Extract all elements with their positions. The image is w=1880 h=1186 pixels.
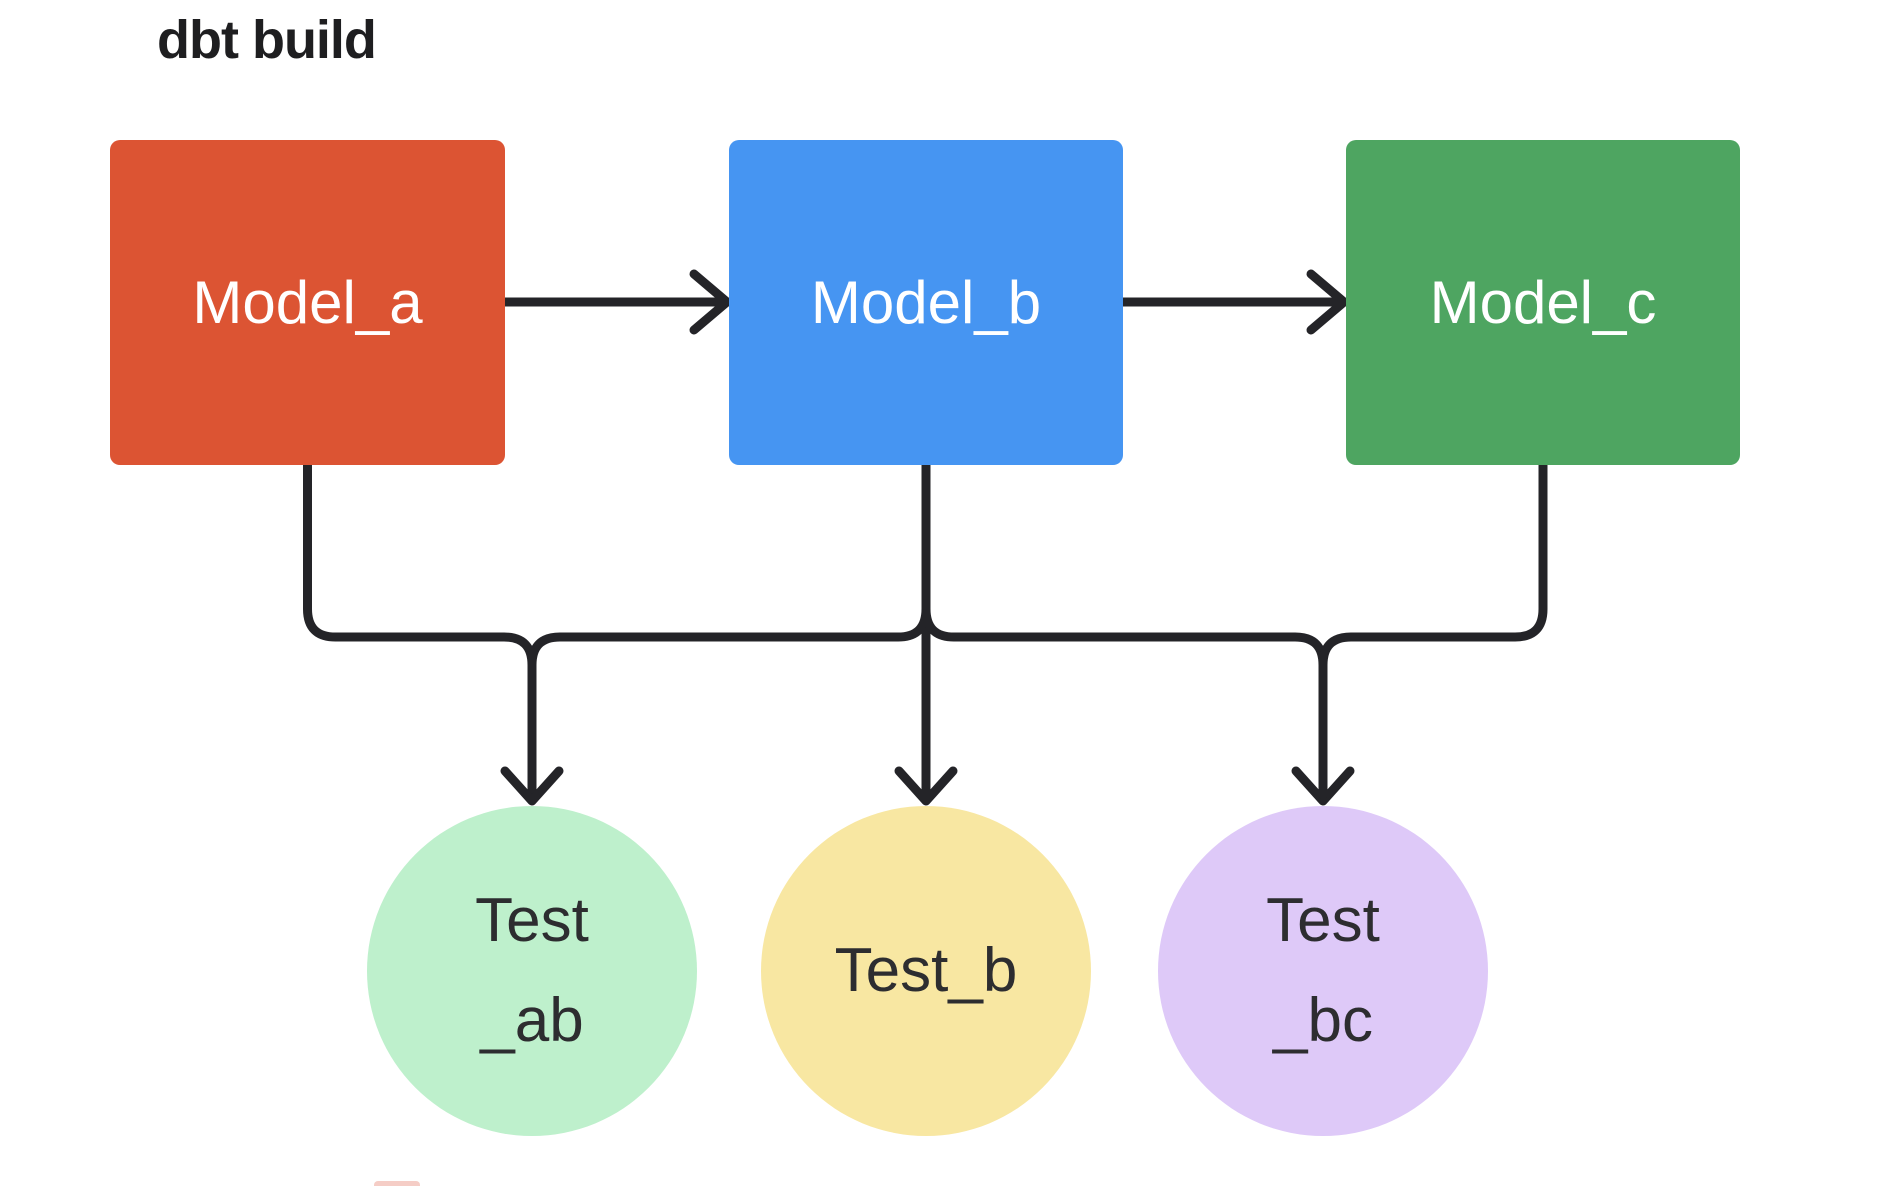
node-test-ab: Test _ab xyxy=(367,806,697,1136)
node-model-c-label: Model_c xyxy=(1429,269,1657,336)
arrowhead-right-icon xyxy=(1306,269,1349,335)
node-test-bc-label-line1: Test xyxy=(1266,886,1380,955)
edge-model-b-to-model-c xyxy=(1118,269,1349,335)
node-test-ab-label-line1: Test xyxy=(475,886,589,955)
edge-shaft xyxy=(303,460,537,800)
node-model-a-label: Model_a xyxy=(192,269,423,336)
node-model-b-label: Model_b xyxy=(810,269,1042,336)
edge-model-b-to-test-ab xyxy=(500,460,931,806)
node-test-b-label: Test_b xyxy=(834,936,1018,1005)
arrowhead-down-icon xyxy=(894,766,958,806)
arrowhead-right-icon xyxy=(689,269,732,335)
edge-shaft xyxy=(1318,460,1548,800)
arrowhead-down-icon xyxy=(1291,766,1355,806)
edge-shaft xyxy=(921,460,1328,800)
node-test-bc: Test _bc xyxy=(1158,806,1488,1136)
edge-model-a-to-model-b xyxy=(500,269,732,335)
node-test-ab-label-line2: _ab xyxy=(480,986,584,1055)
node-test-b: Test_b xyxy=(761,806,1091,1136)
node-model-a: Model_a xyxy=(110,140,505,465)
edge-model-b-to-test-bc xyxy=(921,460,1355,806)
node-model-b: Model_b xyxy=(729,140,1123,465)
edge-shaft xyxy=(527,460,931,800)
edge-model-c-to-test-bc xyxy=(1318,460,1548,800)
diagram-title: dbt build xyxy=(157,10,377,70)
node-model-c: Model_c xyxy=(1346,140,1740,465)
edge-model-a-to-test-ab xyxy=(303,460,537,800)
node-test-bc-label-line2: _bc xyxy=(1273,986,1373,1055)
arrowhead-down-icon xyxy=(500,766,564,806)
cropped-shape-bottom-edge xyxy=(374,1181,420,1186)
